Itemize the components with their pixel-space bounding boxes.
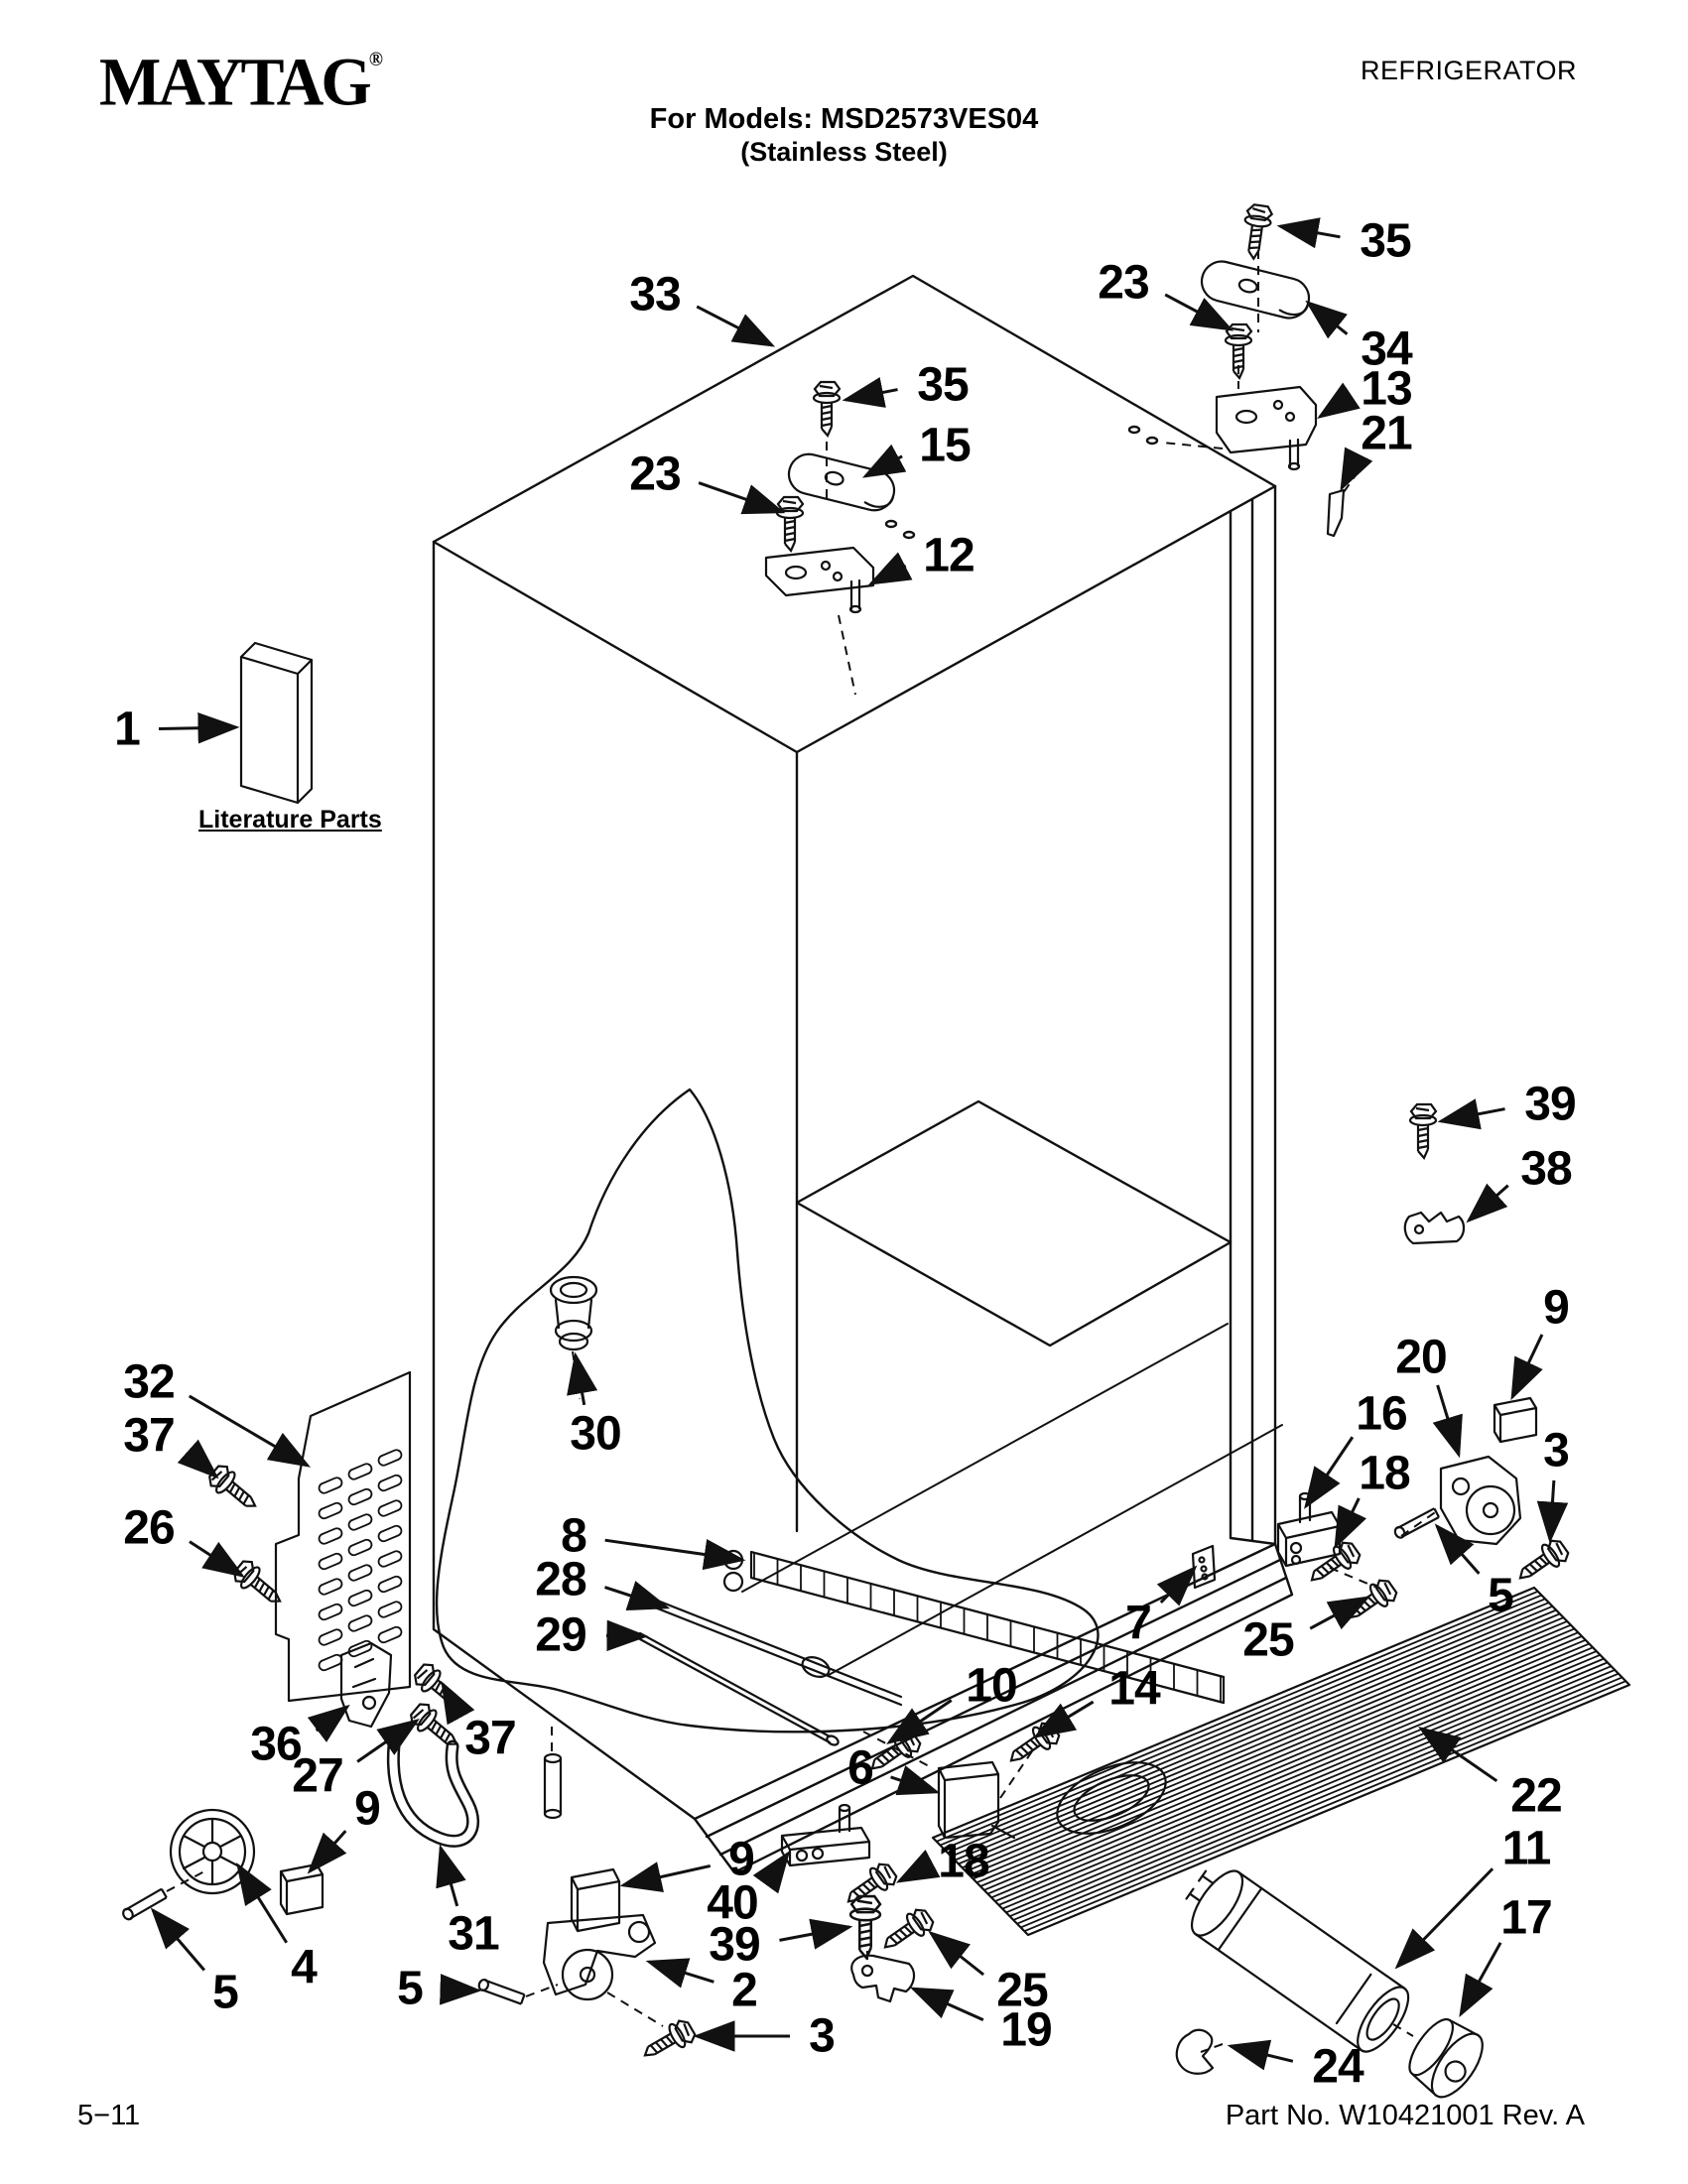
part-number: Part No. W10421001 Rev. A (1225, 2100, 1585, 2131)
part-callout-40: 40 (707, 1876, 758, 1930)
part-callout-3: 3 (1543, 1424, 1570, 1477)
part-callout-5: 5 (212, 1966, 239, 2019)
part-callout-35: 35 (917, 358, 969, 412)
part-callout-35: 35 (1360, 214, 1411, 268)
part-callout-2: 2 (731, 1964, 758, 2017)
part-callout-26: 26 (123, 1501, 175, 1555)
part-callout-5: 5 (397, 1962, 424, 2015)
part-callout-37: 37 (123, 1409, 175, 1463)
part-callout-9: 9 (728, 1833, 755, 1886)
part-callout-31: 31 (448, 1907, 499, 1961)
part-callout-9: 9 (354, 1782, 381, 1836)
part-callout-23: 23 (1098, 256, 1149, 310)
part-callout-36: 36 (250, 1718, 302, 1771)
part-callout-16: 16 (1356, 1387, 1407, 1441)
part-callout-10: 10 (966, 1659, 1017, 1713)
part-callout-29: 29 (535, 1608, 586, 1662)
part-callout-33: 33 (629, 268, 681, 321)
part-callout-18: 18 (938, 1835, 989, 1888)
part-callout-7: 7 (1125, 1597, 1152, 1650)
part-callout-34: 34 (1361, 322, 1412, 376)
part-callout-6: 6 (847, 1741, 874, 1795)
part-callout-9: 9 (1543, 1281, 1570, 1335)
part-callout-19: 19 (1000, 2003, 1052, 2057)
part-callout-22: 22 (1510, 1769, 1562, 1823)
part-callout-17: 17 (1500, 1891, 1552, 1945)
part-callout-21: 21 (1361, 407, 1412, 460)
part-callout-37: 37 (464, 1712, 516, 1765)
registered-mark: ® (368, 49, 383, 71)
part-callout-39: 39 (709, 1918, 760, 1972)
part-callout-15: 15 (919, 419, 971, 472)
part-callout-28: 28 (535, 1553, 586, 1606)
part-callout-3: 3 (809, 2009, 836, 2063)
part-callout-39: 39 (1524, 1078, 1576, 1131)
brand-logo: MAYTAG® (99, 45, 383, 120)
part-callout-27: 27 (292, 1749, 343, 1803)
doc-type-label: REFRIGERATOR (1360, 56, 1577, 85)
part-callout-12: 12 (923, 529, 974, 582)
part-callout-25: 25 (1242, 1613, 1294, 1667)
part-callout-4: 4 (291, 1941, 318, 1994)
part-callout-30: 30 (570, 1407, 621, 1461)
literature-parts-label: Literature Parts (198, 806, 382, 834)
part-callout-11: 11 (1501, 1822, 1552, 1875)
part-callout-38: 38 (1520, 1142, 1572, 1196)
part-callout-8: 8 (561, 1509, 587, 1563)
part-callout-1: 1 (114, 703, 141, 756)
part-callout-25: 25 (996, 1964, 1048, 2017)
page-title: For Models: MSD2573VES04 (Stainless Stee… (0, 103, 1688, 168)
part-callout-13: 13 (1361, 362, 1412, 416)
page-number: 5−11 (77, 2100, 141, 2131)
part-callout-32: 32 (123, 1355, 175, 1409)
part-callout-23: 23 (629, 448, 681, 501)
finish-subtitle: (Stainless Steel) (740, 136, 948, 167)
part-callout-5: 5 (1488, 1569, 1514, 1622)
part-callout-14: 14 (1108, 1662, 1160, 1716)
models-title: For Models: MSD2573VES04 (649, 103, 1039, 135)
part-callout-20: 20 (1395, 1331, 1447, 1384)
part-callout-24: 24 (1312, 2040, 1363, 2094)
part-callout-18: 18 (1359, 1447, 1410, 1500)
